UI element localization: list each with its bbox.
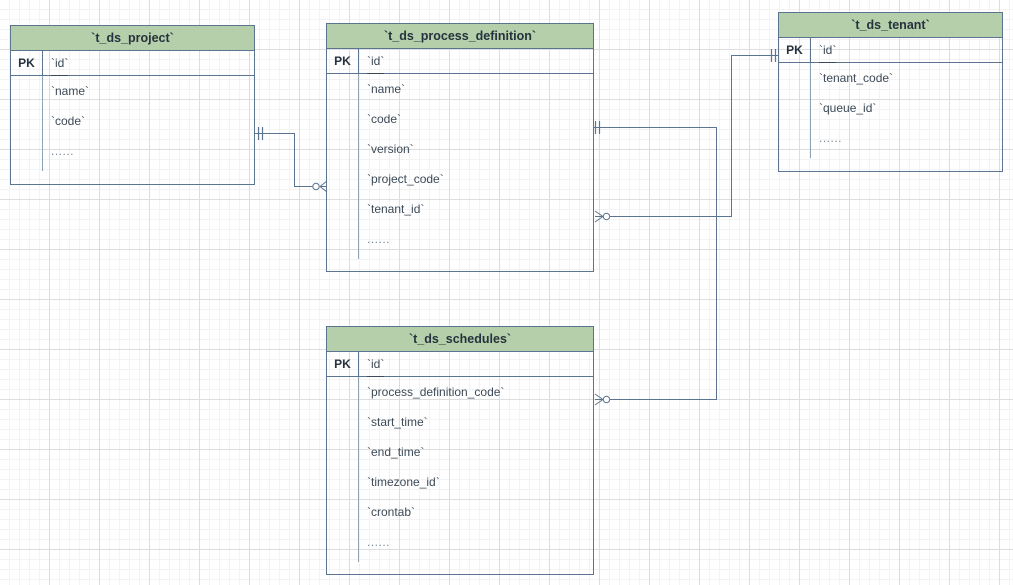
attribute-row: `crontab`: [367, 505, 416, 519]
cardinality-zero-or-many-icon: [594, 209, 611, 224]
attribute-row-ellipsis: ......: [819, 131, 843, 145]
entity-pk-row: PK `id`: [11, 51, 254, 76]
cardinality-one-and-only-one-icon: [255, 126, 267, 141]
pk-column-divider: [358, 49, 359, 73]
attribute-row: `queue_id`: [819, 101, 877, 115]
attribute-row: `name`: [51, 84, 90, 98]
relationship-process-tenant-segment-v: [731, 55, 732, 217]
relationship-process-tenant-segment-h1: [610, 216, 732, 217]
entity-title: `t_ds_tenant`: [779, 13, 1002, 38]
attribute-column-divider: [42, 76, 43, 171]
entity-t-ds-project[interactable]: `t_ds_project` PK `id` `name` `code` ...…: [10, 25, 255, 185]
entity-pk-row: PK `id`: [779, 38, 1002, 63]
attribute-row: `tenant_id`: [367, 202, 425, 216]
relationship-process-schedules-segment-v: [716, 127, 717, 400]
pk-column-divider: [358, 352, 359, 376]
attribute-row: `start_time`: [367, 415, 428, 429]
entity-title: `t_ds_process_definition`: [327, 24, 593, 49]
attribute-row-ellipsis: ......: [51, 144, 75, 158]
attribute-row: `process_definition_code`: [367, 385, 505, 399]
attribute-row: `code`: [367, 112, 402, 126]
attribute-column-divider: [358, 377, 359, 562]
pk-label: PK: [786, 43, 803, 57]
pk-column-divider: [42, 51, 43, 75]
entity-title: `t_ds_schedules`: [327, 327, 593, 352]
attribute-row-ellipsis: ......: [367, 535, 391, 549]
entity-attribute-list: `name` `code` `version` `project_code` `…: [327, 74, 593, 270]
entity-pk-row: PK `id`: [327, 352, 593, 377]
entity-attribute-list: `process_definition_code` `start_time` `…: [327, 377, 593, 573]
relationship-project-process-segment-v: [294, 133, 295, 186]
attribute-row-ellipsis: ......: [367, 232, 391, 246]
attribute-row: `project_code`: [367, 172, 444, 186]
entity-attribute-list: `name` `code` ......: [11, 76, 254, 183]
attribute-column-divider: [358, 74, 359, 259]
cardinality-one-and-only-one-icon: [592, 120, 605, 135]
attribute-row: `timezone_id`: [367, 475, 440, 489]
attribute-row: `version`: [367, 142, 414, 156]
entity-title: `t_ds_project`: [11, 26, 254, 51]
pk-field-name: `id`: [51, 51, 69, 76]
entity-attribute-list: `tenant_code` `queue_id` ......: [779, 63, 1002, 170]
pk-label: PK: [18, 56, 35, 70]
entity-t-ds-schedules[interactable]: `t_ds_schedules` PK `id` `process_defini…: [326, 326, 594, 575]
attribute-row: `name`: [367, 82, 406, 96]
pk-field-name: `id`: [367, 352, 385, 377]
relationship-process-schedules-segment-h2: [610, 399, 717, 400]
cardinality-zero-or-many-icon: [594, 392, 611, 407]
pk-label: PK: [334, 357, 351, 371]
relationship-project-process-segment-h1: [264, 133, 295, 134]
pk-column-divider: [810, 38, 811, 62]
entity-t-ds-tenant[interactable]: `t_ds_tenant` PK `id` `tenant_code` `que…: [778, 12, 1003, 172]
attribute-row: `code`: [51, 114, 86, 128]
relationship-process-schedules-segment-h1: [604, 127, 716, 128]
relationship-process-tenant-segment-h2: [731, 55, 771, 56]
entity-t-ds-process-definition[interactable]: `t_ds_process_definition` PK `id` `name`…: [326, 23, 594, 272]
attribute-row: `tenant_code`: [819, 71, 894, 85]
entity-pk-row: PK `id`: [327, 49, 593, 74]
pk-label: PK: [334, 54, 351, 68]
pk-field-name: `id`: [367, 49, 385, 74]
attribute-row: `end_time`: [367, 445, 425, 459]
pk-field-name: `id`: [819, 38, 837, 63]
relationship-project-process-segment-h2: [294, 186, 316, 187]
cardinality-one-and-only-one-icon: [768, 48, 780, 63]
attribute-column-divider: [810, 63, 811, 158]
cardinality-zero-or-many-icon: [312, 179, 328, 194]
